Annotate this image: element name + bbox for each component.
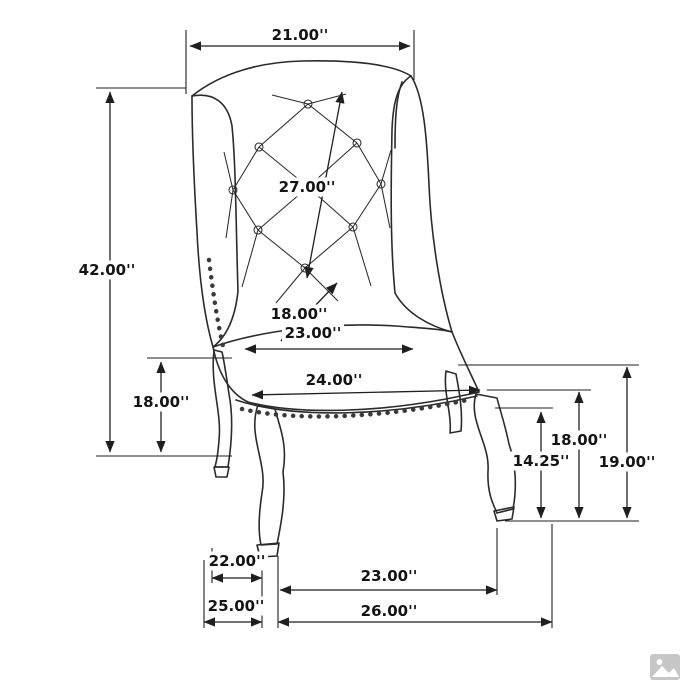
chair-right-wing-accent [394,81,403,149]
dim-label-seat-width: 23.00'' [282,323,344,343]
chair-left-wing [191,94,239,348]
dim-value: 19.00'' [599,453,656,471]
image-placeholder-icon [650,654,680,680]
chair-seat-back-edge [212,324,453,348]
tufting-button [376,179,386,189]
label-background [276,177,338,197]
dim-label-leg-depth: 22.00'' [206,551,268,571]
extension-lines [96,30,639,628]
dim-value: 18.00'' [551,431,608,449]
dim-value: 23.00'' [361,567,418,585]
dim-label-overall-depth: 25.00'' [205,596,267,616]
label-background [268,304,330,324]
label-background [130,392,192,412]
dim-value: 26.00'' [361,602,418,620]
dim-label-overall-seat-width: 24.00'' [303,370,365,390]
label-background [206,551,268,571]
chair-back-crown [191,60,412,97]
dim-label-seat-height-left: 18.00'' [130,392,192,412]
dim-value: 22.00'' [209,552,266,570]
dim-label-overall-height: 42.00'' [76,260,138,280]
label-background [510,451,572,471]
tufting-button [348,222,358,232]
dim-value: 24.00'' [306,371,363,389]
chair-front-right-leg [473,393,517,514]
dim-value: 18.00'' [133,393,190,411]
nailhead-trim-front [239,396,475,419]
dim-label-seat-diagonal: 18.00'' [268,304,330,324]
dim-label-floor-to-arm-right: 19.00'' [596,452,658,472]
dim-value: 21.00'' [272,26,329,44]
label-background [358,601,420,621]
label-background [205,596,267,616]
dim-label-back-diagonal: 27.00'' [276,177,338,197]
tufting [223,93,392,304]
dim-value: 27.00'' [279,178,336,196]
nailhead-trim-left-arm [206,257,226,349]
dim-value: 23.00'' [285,324,342,342]
chair-front-right-foot [493,506,515,522]
label-background [76,260,138,280]
tufting-button [254,142,264,152]
tufting-button [352,138,362,148]
chair-rear-left-leg [212,349,233,468]
dim-label-floor-to-seat-right: 18.00'' [548,430,610,450]
icon-sun [656,659,663,665]
chair-right-edge [410,75,480,393]
chair-front-left-leg [253,404,286,546]
dim-label-top-width: 21.00'' [269,25,331,45]
label-background [282,323,344,343]
label-background [269,25,331,45]
dim-label-front-leg-span: 23.00'' [358,566,420,586]
label-background [303,370,365,390]
dim-label-overall-width: 26.00'' [358,601,420,621]
dim-value: 25.00'' [208,597,265,615]
dim-label-floor-to-apron: 14.25'' [510,451,572,471]
label-background [358,566,420,586]
dimension-labels: 21.00'' 42.00'' 27.00'' 18.00'' 23.00'' … [76,25,658,621]
chair-left-edge [191,95,214,348]
dimension-lines [105,41,632,627]
dim-value: 18.00'' [271,305,328,323]
dim-value: 14.25'' [513,452,570,470]
chair-drawing [191,60,517,558]
tufting-button [228,185,238,195]
chair-rear-left-foot [213,466,230,478]
dim-value: 42.00'' [79,261,136,279]
tufting-button [253,225,263,235]
icon-mountains [652,666,679,677]
chair-right-wing [390,75,453,333]
label-background [596,452,658,472]
dim-line-overall-seat-width [251,385,481,400]
label-background [548,430,610,450]
